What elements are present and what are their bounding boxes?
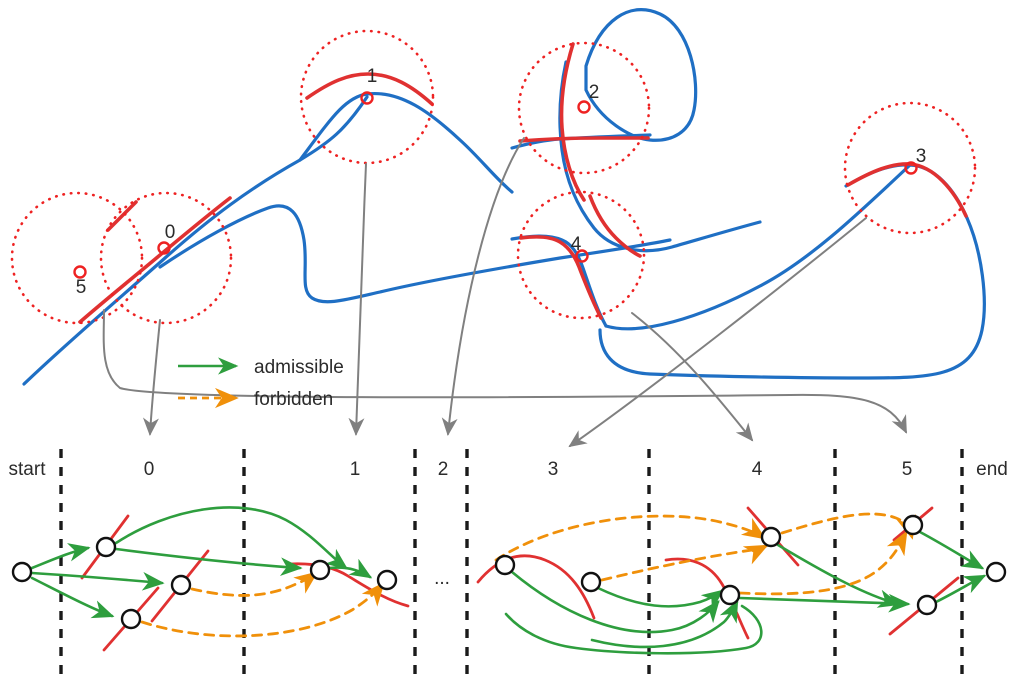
edge-admissible-2 [30,571,165,591]
stage-ellipsis: ... [434,568,450,589]
region-marker-0 [157,241,171,255]
node-0b[interactable] [170,574,192,596]
edge-admissible-10 [776,543,901,608]
edge-admissible-14 [504,604,763,655]
edge-admissible-8 [596,586,725,611]
edge-admissible-7 [510,570,720,634]
region-circle-5 [10,191,144,325]
edge-admissible-3 [30,576,115,619]
edge-forbidden-4 [600,544,769,582]
region-circle-4 [516,190,646,320]
stage-label-start: start [9,459,47,480]
connector-4 [631,312,754,442]
edge-admissible-4 [114,506,349,570]
region-marker-1 [360,91,374,105]
connector-0 [142,319,161,436]
stage-label-4: 4 [752,459,763,480]
stage-labels: start 0 1 2 3 4 5 end ... [9,459,1008,589]
edge-forbidden-6 [738,530,908,596]
slash-4b-mark [664,557,750,640]
region-label-1: 1 [367,66,378,87]
trajectory-curve [22,8,986,386]
edge-admissible-1 [30,543,91,570]
region-marker-5 [73,265,87,279]
edge-admissible-6 [328,558,373,579]
edge-forbidden-1 [190,571,319,597]
graph-nodes [11,514,1007,630]
node-5b[interactable] [916,594,938,616]
node-4b[interactable] [719,584,741,606]
node-0c[interactable] [120,608,142,630]
legend: admissible forbidden [178,357,344,410]
stage-label-3: 3 [548,459,559,480]
connector-5 [102,309,907,434]
region-label-0: 0 [165,222,176,243]
node-1a[interactable] [309,559,331,581]
connector-3 [568,217,867,448]
node-1b[interactable] [376,569,398,591]
node-3a[interactable] [494,554,516,576]
region-circle-1 [299,29,435,165]
edge-admissible-12 [918,530,985,570]
region-label-3: 3 [916,146,927,167]
region-labels: 5 0 1 2 3 4 [76,66,927,298]
region-circle-3 [843,101,977,235]
node-5a[interactable] [902,514,924,536]
edge-forbidden-3 [494,514,767,562]
edge-forbidden-5 [780,512,916,540]
node-0a[interactable] [95,536,117,558]
region-label-5: 5 [76,277,87,298]
highlighted-segments [78,42,968,324]
stage-label-end: end [976,459,1008,480]
stage-label-5: 5 [902,459,913,480]
region-label-2: 2 [589,82,600,103]
region-to-stage-connectors [102,137,907,448]
forbidden-edges [140,512,916,638]
stage-label-0: 0 [144,459,155,480]
region-label-4: 4 [571,234,582,255]
region-marker-2 [577,100,591,114]
node-start[interactable] [11,561,33,583]
region-circles [10,29,977,325]
region-circle-2 [517,41,651,175]
edge-admissible-13 [934,574,987,604]
region-marker-4 [575,249,589,263]
connector-1 [348,163,367,436]
region-circle-0 [99,191,233,325]
edge-admissible-15 [590,599,739,649]
stage-label-1: 1 [350,459,361,480]
edge-admissible-11 [738,593,911,613]
admissible-edges [30,506,987,655]
legend-forbidden-label: forbidden [254,389,333,410]
node-4a[interactable] [760,526,782,548]
region-markers [73,91,918,279]
node-end[interactable] [985,561,1007,583]
edge-admissible-5 [114,547,303,577]
connector-2 [441,137,525,436]
region-marker-3 [904,161,918,175]
edge-forbidden-2 [140,581,385,638]
legend-admissible-label: admissible [254,357,344,378]
slash-1ab [288,562,410,608]
node-3b[interactable] [580,571,602,593]
stage-label-2: 2 [438,459,449,480]
